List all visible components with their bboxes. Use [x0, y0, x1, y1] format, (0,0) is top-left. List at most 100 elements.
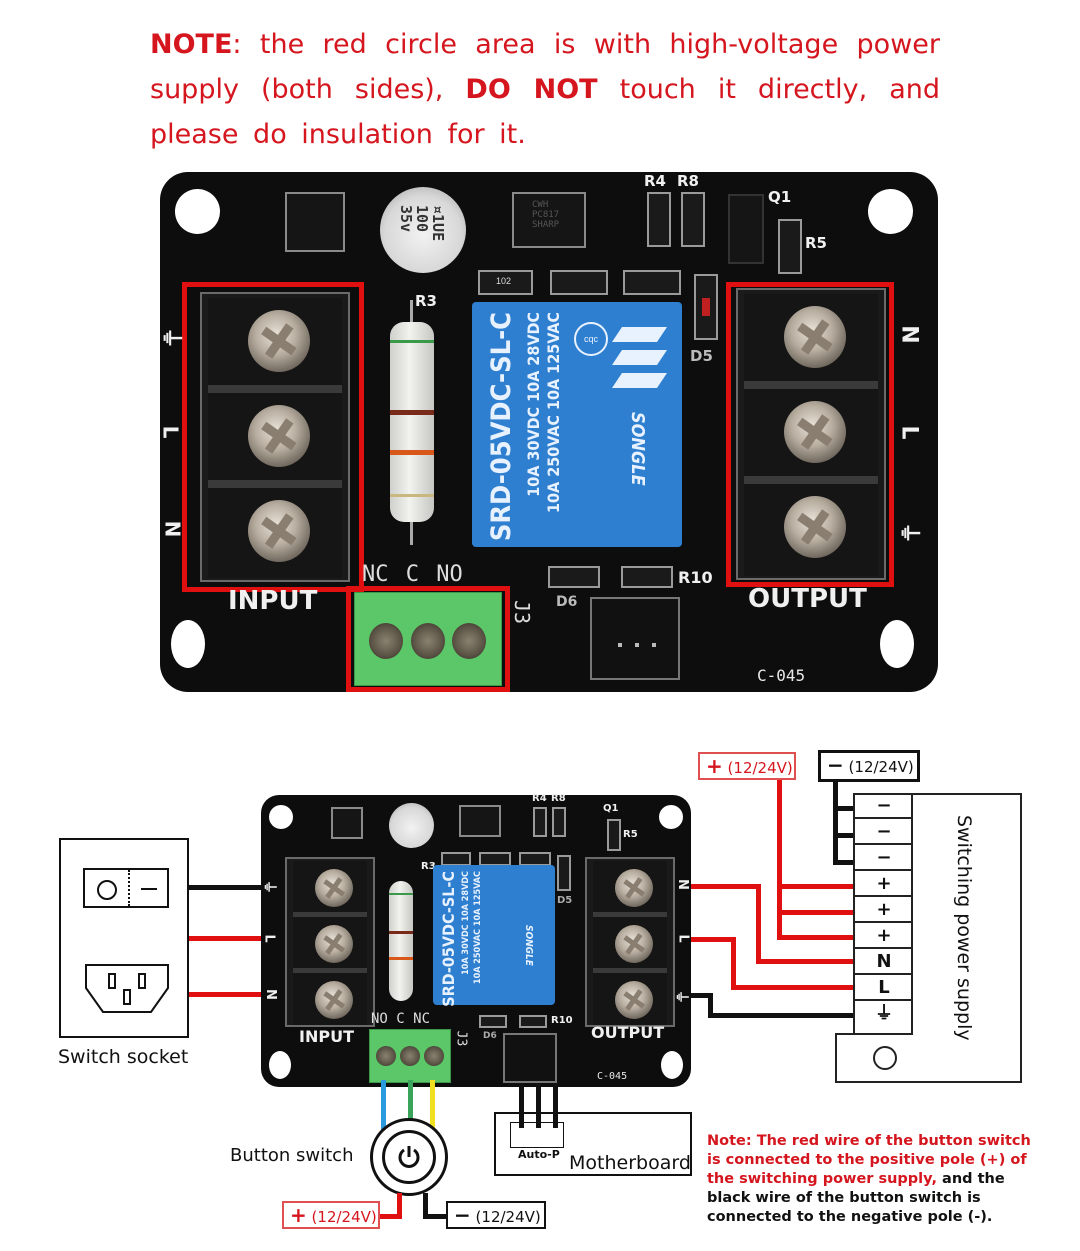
psu-terminal-ground[interactable]: ⏚ [875, 1003, 893, 1024]
mount-hole [269, 805, 293, 829]
note-lead: NOTE [150, 29, 233, 60]
switch-socket-label: Switch socket [58, 1046, 189, 1068]
output-screw-n[interactable] [784, 306, 846, 368]
psu-indicator-icon [873, 1046, 897, 1070]
output-l-wire [731, 985, 855, 990]
output-screw-ground[interactable] [784, 496, 846, 558]
resistor-102: 102 [478, 270, 533, 295]
output-screw-l[interactable] [784, 401, 846, 463]
terminal-slot [744, 484, 878, 576]
input-pin-l: L [158, 425, 183, 439]
input-label: INPUT [299, 1027, 354, 1046]
live-wire [189, 936, 269, 941]
psu-minus-wire [833, 860, 855, 865]
output-terminal-block [736, 288, 886, 580]
psu-plus-wire [777, 910, 855, 915]
autop-connector[interactable] [503, 1033, 557, 1083]
output-ground-wire [691, 993, 713, 998]
label-d6: D6 [556, 594, 578, 610]
button-wiring-note: Note: The red wire of the button switch … [707, 1132, 1032, 1227]
terminal-slot [208, 393, 342, 488]
button-plus-label: + (12/24V) [282, 1201, 380, 1229]
label-q1: Q1 [768, 188, 792, 206]
motherboard: Auto-P Motherboard [494, 1112, 692, 1176]
autop-connector[interactable] [590, 597, 680, 680]
diode [623, 270, 681, 295]
label-r3: R3 [421, 861, 436, 872]
relay-pin-labels: NO C NC [371, 1011, 431, 1027]
terminal-screw-nc[interactable] [369, 623, 403, 659]
input-pin-n: N [160, 520, 185, 538]
button-minus-label: − (12/24V) [446, 1201, 546, 1229]
psu-terminal-l[interactable]: L [855, 977, 913, 1001]
input-pin-ground: ⏚ [158, 326, 184, 350]
high-voltage-warning: NOTE: the red circle area is with high-v… [150, 22, 940, 157]
label-d5: D5 [690, 347, 713, 365]
mount-hole [269, 1051, 291, 1079]
power-resistor [390, 322, 434, 522]
power-icon [397, 1145, 421, 1174]
output-screw-ground[interactable] [615, 981, 653, 1019]
label-r10: R10 [678, 568, 713, 587]
input-screw-n[interactable] [315, 981, 353, 1019]
relay-pin-labels: NC C NO [362, 562, 463, 587]
note-red-part: Note: The red wire of the button switch … [707, 1133, 1031, 1187]
psu-terminal-n[interactable]: N [855, 951, 913, 975]
input-screw-ground[interactable] [248, 310, 310, 372]
psu-plus-wire [777, 780, 782, 940]
autop-label: Auto-P [518, 1148, 560, 1161]
diode-d5 [557, 855, 571, 891]
output-screw-n[interactable] [615, 869, 653, 907]
psu-terminal-plus-1[interactable]: + [855, 873, 913, 897]
output-label: OUTPUT [591, 1023, 665, 1042]
input-hv-warning-box [182, 282, 364, 592]
terminal-slot [593, 917, 667, 973]
output-l-wire [691, 937, 736, 942]
relay-terminal-block [354, 592, 502, 686]
input-screw-l[interactable] [248, 405, 310, 467]
switch-off-icon [97, 880, 117, 900]
input-screw-l[interactable] [315, 925, 353, 963]
button-switch[interactable] [370, 1118, 448, 1196]
psu-minus-wire [833, 780, 838, 865]
psu-terminal-minus-2[interactable]: − [855, 821, 913, 845]
autop-header[interactable] [510, 1122, 564, 1148]
terminal-screw-c[interactable] [411, 623, 445, 659]
mount-hole [868, 189, 913, 234]
psu-terminal-plus-3[interactable]: + [855, 925, 913, 949]
terminal-slot [593, 861, 667, 917]
board-model: C-045 [757, 666, 806, 685]
ac-outlet-icon [85, 964, 169, 1019]
output-terminal-block [585, 857, 675, 1027]
input-screw-n[interactable] [248, 500, 310, 562]
label-r3: R3 [415, 292, 437, 310]
terminal-slot [293, 973, 367, 1025]
label-r4: R4 [644, 172, 666, 190]
autop-wire [519, 1083, 524, 1128]
terminal-screw-no[interactable] [376, 1046, 396, 1066]
input-terminal-block [285, 857, 375, 1027]
output-n-wire [691, 884, 761, 889]
psu-terminal-minus-3[interactable]: − [855, 847, 913, 871]
output-screw-l[interactable] [615, 925, 653, 963]
label-d6: D6 [483, 1031, 497, 1041]
led [550, 270, 608, 295]
mount-hole [175, 189, 220, 234]
resistor-r10 [519, 1015, 547, 1028]
terminal-screw-nc[interactable] [424, 1046, 444, 1066]
terminal-screw-no[interactable] [452, 623, 486, 659]
relay-brand: SONGLE [523, 925, 534, 966]
rocker-switch[interactable] [83, 868, 169, 908]
relay-songle: SRD-05VDC-SL-C 10A 30VDC 10A 28VDC 10A 2… [472, 302, 682, 547]
mount-hole [659, 805, 683, 829]
terminal-screw-c[interactable] [400, 1046, 420, 1066]
input-screw-ground[interactable] [315, 869, 353, 907]
output-pin-n: N [896, 325, 922, 344]
psu-terminal-plus-2[interactable]: + [855, 899, 913, 923]
relay-rating-1: 10A 250VAC 10A 125VAC [473, 871, 483, 985]
output-ground-wire [708, 993, 713, 1018]
psu-terminal-minus-1[interactable]: − [855, 795, 913, 819]
capacitor [389, 803, 434, 848]
